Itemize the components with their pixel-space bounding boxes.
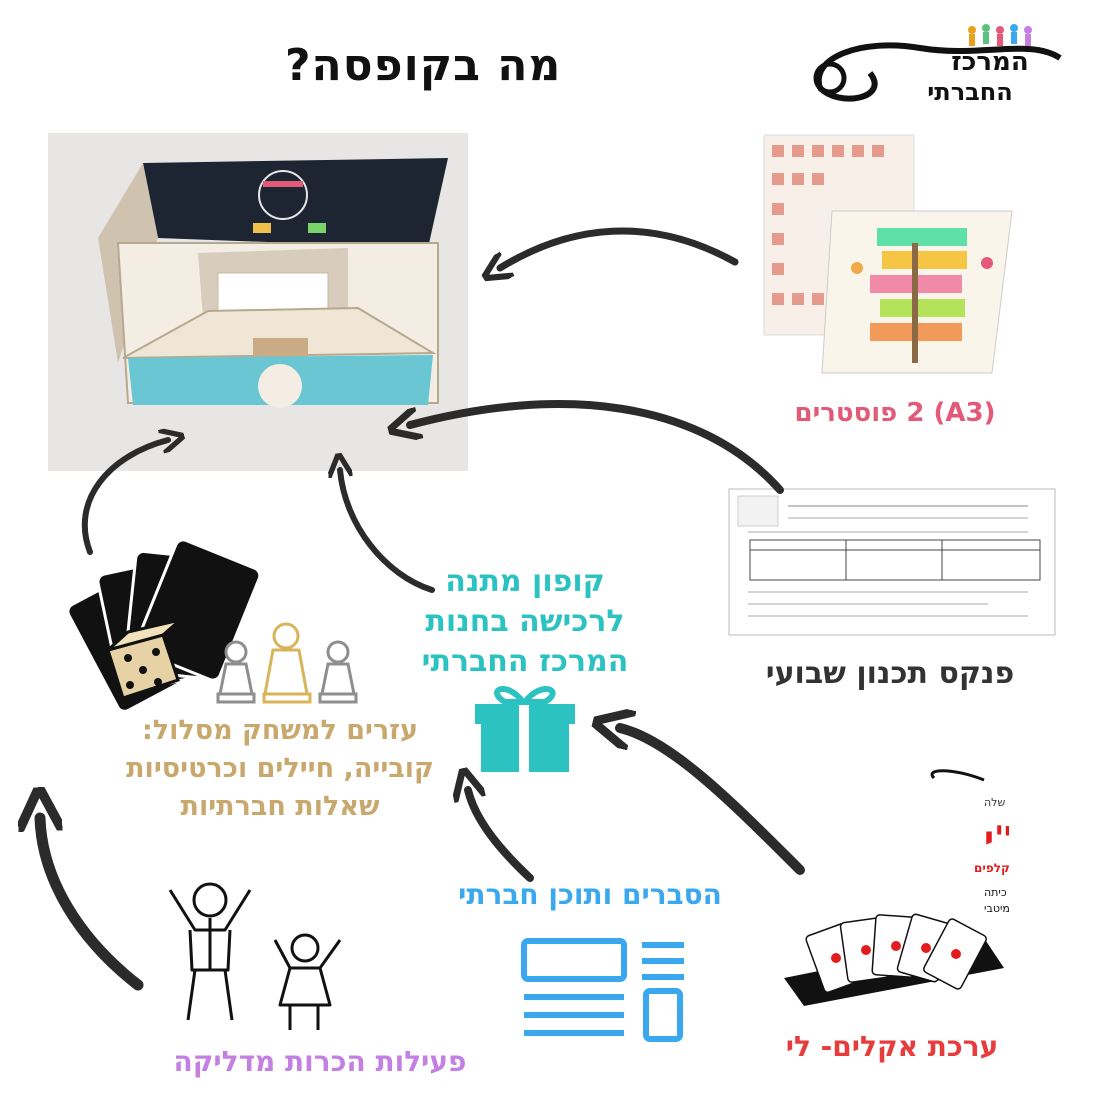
- document-layout-icon: [521, 938, 684, 1042]
- page-title: מה בקופסה?: [285, 40, 562, 91]
- coupon-line-1: קופון מתנה: [445, 564, 605, 599]
- planner-caption: פנקס תכנון שבועי: [765, 656, 1015, 691]
- akalim-card-set-image: לכל כיתה ה "קלעים" וה"קבוצה" - שלה אקל'י…: [784, 768, 1009, 1008]
- gift-icon: [475, 686, 575, 772]
- dice-icon: [106, 618, 181, 700]
- arrow-posters: [500, 227, 739, 268]
- cards-dice-pawns-image: [68, 540, 358, 710]
- akalim-subtitle: אקלים כיתה בקלפים: [974, 861, 1009, 875]
- box-photo: [48, 133, 468, 471]
- pawns-icon: [216, 640, 358, 704]
- game-aids-line-1: עזרים למשחק מסלול:: [142, 715, 418, 746]
- kids-icon: [168, 882, 342, 1030]
- coupon-caption: קופון מתנה לרכישה בחנות המרכז החברתי: [380, 562, 670, 682]
- akalim-big-title: אקל'ים-ל'י: [984, 819, 1009, 859]
- activity-caption: פעילות הכרות מדליקה: [173, 1045, 467, 1078]
- logo-text-2: החברתי: [927, 78, 1013, 106]
- arrow-game: [620, 728, 805, 875]
- game-aids-line-3: שאלות חברתיות: [180, 791, 380, 822]
- logo-people-icon: [968, 24, 1032, 46]
- explanations-caption: הסברים ותוכן חברתי: [458, 878, 722, 911]
- akalim-header: לכל כיתה ה "קלעים" וה"קבוצה" - שלה: [984, 796, 1009, 809]
- planner-image: [728, 488, 1056, 636]
- posters-image: [763, 134, 1013, 374]
- social-center-logo: המרכז החברתי: [813, 24, 1062, 106]
- logo-text-1: המרכז: [951, 47, 1028, 77]
- arrow-activity: [40, 818, 144, 991]
- game-aids-line-2: קובייה, חיילים וכרטיסיות: [126, 753, 434, 784]
- game-aids-caption: עזרים למשחק מסלול: קובייה, חיילים וכרטיס…: [80, 712, 480, 826]
- coupon-line-2: לרכישה בחנות: [425, 604, 625, 639]
- akalim-desc-1: משחק שאלות ליצירת אקלים כיתה: [984, 886, 1009, 899]
- posters-caption: (A3) 2 פוסטרים: [794, 398, 996, 428]
- akalim-set-caption: ערכת אקלים- לי: [785, 1030, 999, 1063]
- coupon-line-3: המרכז החברתי: [421, 644, 629, 679]
- akalim-desc-2: חברתי רגשי - לימודי מיטבי: [984, 902, 1009, 915]
